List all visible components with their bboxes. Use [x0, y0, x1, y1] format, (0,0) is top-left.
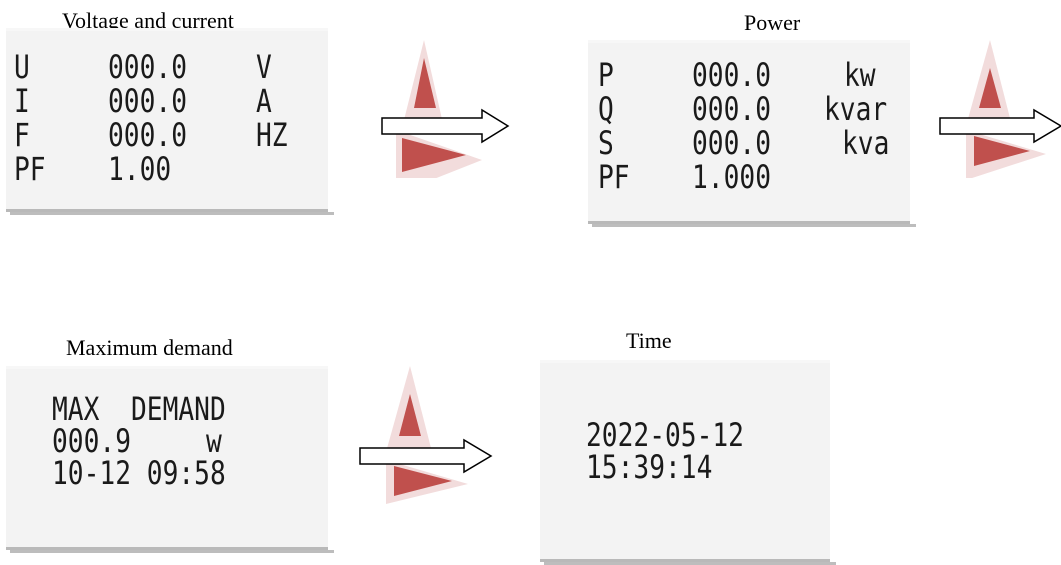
page-navigation-key: [354, 364, 494, 504]
power-factor-symbol: PF: [598, 158, 630, 196]
max-demand-unit: w: [206, 422, 222, 460]
page-navigation-key: [374, 38, 514, 178]
reactive-power-symbol: Q: [598, 90, 614, 128]
current-value: 000.0: [108, 82, 187, 120]
navigation-key-graphic: [939, 40, 1061, 178]
active-power-value: 000.0: [692, 56, 771, 94]
red-right-triangle-icon: [974, 136, 1030, 166]
frequency-unit: HZ: [256, 116, 288, 154]
frequency-symbol: F: [14, 116, 30, 154]
maximum-demand-caption: Maximum demand: [66, 335, 233, 360]
apparent-power-unit: kva: [842, 124, 890, 162]
maximum-demand-screen: MAX DEMAND 000.9 w 10-12 09:58: [6, 366, 334, 553]
navigation-key-graphic: [359, 366, 493, 504]
navigation-key-graphic: [381, 40, 510, 178]
active-power-unit: kw: [844, 56, 876, 94]
voltage-current-screen: U 000.0 V I 000.0 A F 000.0 HZ PF 1.00: [6, 28, 334, 215]
max-demand-value: 000.9: [52, 422, 131, 460]
outline-right-arrow-icon: [939, 108, 1061, 144]
red-up-triangle-icon: [979, 68, 1001, 108]
power-factor-symbol: PF: [14, 150, 46, 188]
outline-right-arrow-icon: [359, 438, 493, 474]
red-up-triangle-icon: [414, 58, 436, 108]
reactive-power-unit: kvar: [824, 90, 888, 128]
active-power-symbol: P: [598, 56, 614, 94]
power-factor-value: 1.000: [692, 158, 771, 196]
apparent-power-symbol: S: [598, 124, 614, 162]
time-screen: 2022-05-12 15:39:14: [540, 360, 836, 565]
voltage-unit: V: [256, 48, 272, 86]
max-demand-timestamp: 10-12 09:58: [52, 454, 226, 492]
clock-readout: 15:39:14: [586, 448, 713, 486]
time-caption: Time: [626, 328, 672, 353]
page-navigation-key: [934, 38, 1061, 178]
frequency-value: 000.0: [108, 116, 187, 154]
date-readout: 2022-05-12: [586, 416, 744, 454]
max-demand-title: MAX DEMAND: [52, 390, 226, 428]
red-right-triangle-icon: [394, 466, 452, 496]
power-screen: P 000.0 kw Q 000.0 kvar S 000.0 kva PF 1…: [588, 40, 916, 227]
red-right-triangle-icon: [402, 138, 466, 172]
current-symbol: I: [14, 82, 30, 120]
outline-right-arrow-icon: [381, 108, 510, 144]
current-unit: A: [256, 82, 272, 120]
voltage-value: 000.0: [108, 48, 187, 86]
power-factor-value: 1.00: [108, 150, 172, 188]
power-caption: Power: [744, 10, 801, 35]
voltage-symbol: U: [14, 48, 30, 86]
red-up-triangle-icon: [399, 394, 421, 436]
reactive-power-value: 000.0: [692, 90, 771, 128]
apparent-power-value: 000.0: [692, 124, 771, 162]
